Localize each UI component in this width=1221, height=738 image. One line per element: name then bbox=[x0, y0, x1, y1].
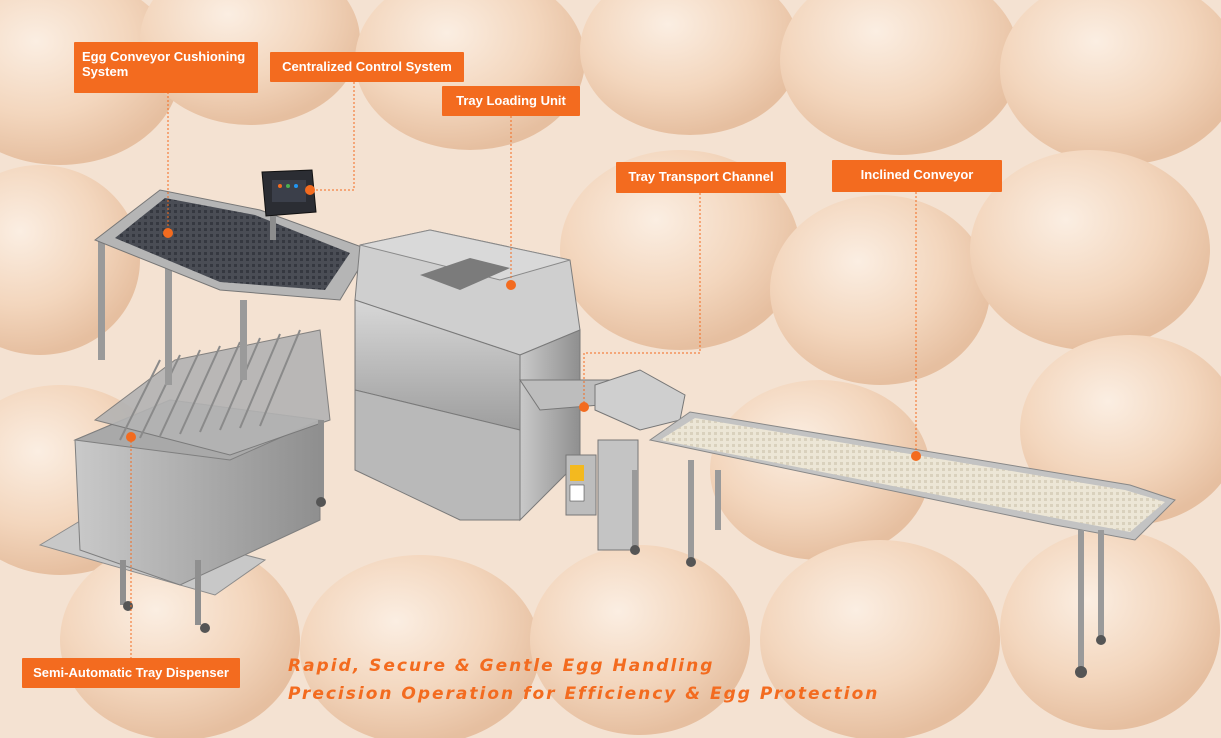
control-panel bbox=[261, 169, 317, 240]
tagline-secondary: Precision Operation for Efficiency & Egg… bbox=[288, 684, 880, 704]
callout-label: Inclined Conveyor bbox=[860, 167, 974, 182]
callout-label: Centralized Control System bbox=[282, 59, 452, 74]
tray-loading-unit bbox=[354, 229, 639, 551]
cushioning-conveyor bbox=[93, 189, 371, 385]
callout-tray-dispenser: Semi-Automatic Tray Dispenser bbox=[22, 658, 240, 688]
tray-dispenser bbox=[38, 329, 331, 633]
callout-label: Semi-Automatic Tray Dispenser bbox=[33, 665, 229, 680]
tagline-primary: Rapid, Secure & Gentle Egg Handling bbox=[288, 656, 715, 676]
callout-label: Egg Conveyor Cushioning System bbox=[82, 49, 246, 79]
callout-leaders bbox=[130, 82, 917, 660]
callout-inclined-conveyor: Inclined Conveyor bbox=[832, 160, 1002, 192]
callout-cushioning-system: Egg Conveyor Cushioning System bbox=[74, 42, 258, 93]
callout-label: Tray Transport Channel bbox=[628, 169, 774, 184]
callout-tray-loading-unit: Tray Loading Unit bbox=[442, 86, 580, 116]
callout-control-system: Centralized Control System bbox=[270, 52, 464, 82]
callout-dots bbox=[126, 185, 921, 461]
callout-label: Tray Loading Unit bbox=[456, 93, 566, 108]
inclined-conveyor bbox=[630, 411, 1176, 678]
tray-transport-channel bbox=[519, 369, 686, 431]
callout-tray-transport-channel: Tray Transport Channel bbox=[616, 162, 786, 193]
